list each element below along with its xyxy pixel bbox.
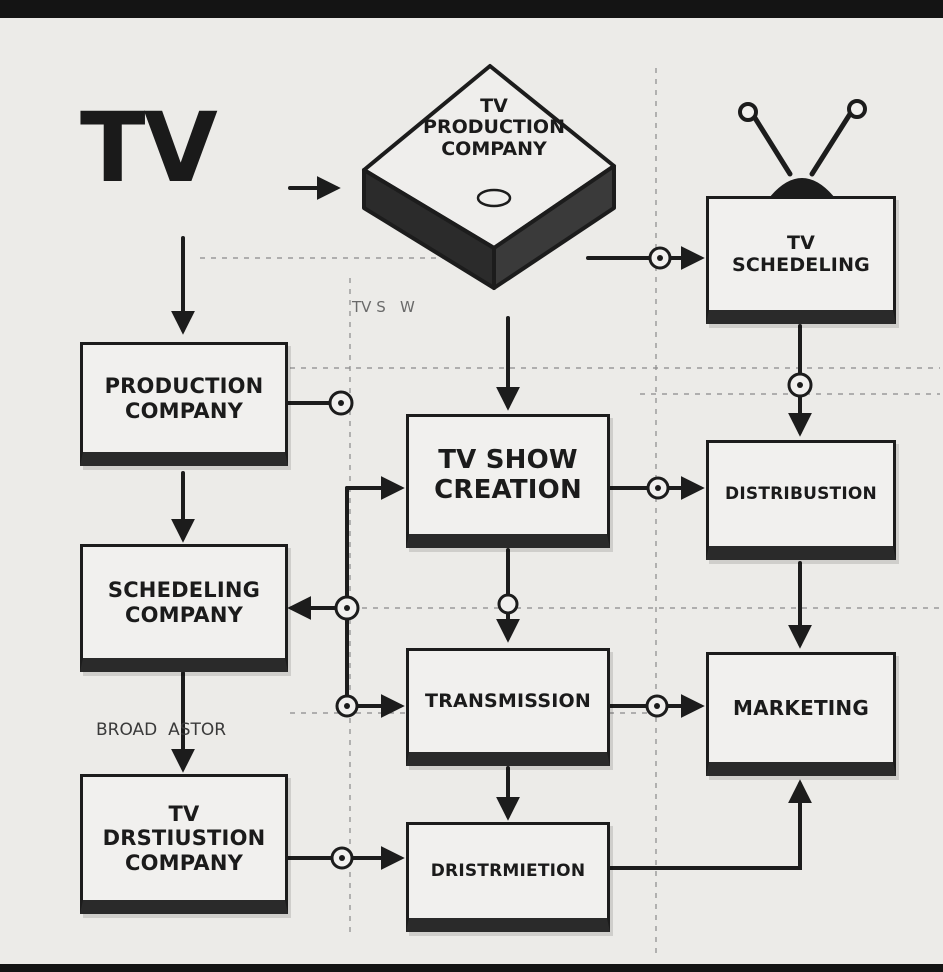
top-node-label-wrap: TV PRODUCTION COMPANY xyxy=(394,95,594,160)
node-label: TV DRSTIUSTION COMPANY xyxy=(102,802,266,875)
node-label: TV SHOW CREATION xyxy=(434,444,582,505)
node-scheduling-company[interactable]: SCHEDELING COMPANY xyxy=(80,544,288,672)
connector-dot xyxy=(497,593,519,615)
node-distribution-bottom[interactable]: DRISTRMIETION xyxy=(406,822,610,932)
node-label: TRANSMISSION xyxy=(425,689,591,712)
node-label: MARKETING xyxy=(733,696,869,720)
node-marketing[interactable]: MARKETING xyxy=(706,652,896,776)
diagram-canvas: TV TV PRODUCTION COMPANY PRODUCTION COMP… xyxy=(0,18,943,964)
node-production-company[interactable]: PRODUCTION COMPANY xyxy=(80,342,288,466)
arrow-distribution-to-marketing-up xyxy=(606,779,812,870)
node-label: PRODUCTION COMPANY xyxy=(104,374,264,423)
connector-layer xyxy=(171,64,940,958)
diagram-title: TV xyxy=(80,92,218,204)
production-block-icon xyxy=(362,64,616,290)
label-tv-show: TV S W xyxy=(352,298,415,316)
node-tv-scheduling[interactable]: TV SCHEDELING xyxy=(706,196,896,324)
node-transmission[interactable]: TRANSMISSION xyxy=(406,648,610,766)
node-label: SCHEDELING COMPANY xyxy=(107,578,261,627)
node-distribution-company[interactable]: TV DRSTIUSTION COMPANY xyxy=(80,774,288,914)
node-distribution-right[interactable]: DISTRIBUSTION xyxy=(706,440,896,560)
tv-antenna-icon xyxy=(738,99,867,197)
node-tv-show-creation[interactable]: TV SHOW CREATION xyxy=(406,414,610,548)
node-label: TV SCHEDELING xyxy=(732,231,870,276)
node-label: DISTRIBUSTION xyxy=(725,483,877,504)
top-node-label: TV PRODUCTION COMPANY xyxy=(423,95,565,160)
node-label: DRISTRMIETION xyxy=(430,860,586,881)
label-broadcastor: BROAD ASTOR xyxy=(96,720,227,740)
